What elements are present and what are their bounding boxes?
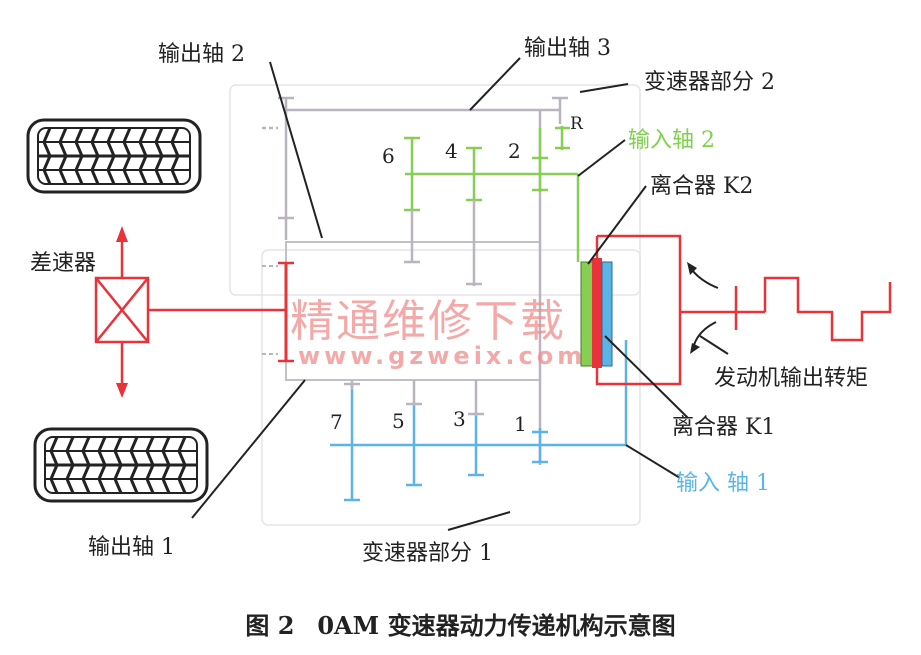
label-differential: 差速器: [30, 251, 97, 276]
input-shaft-1: [330, 340, 628, 502]
gear-label-2: 2: [508, 139, 521, 163]
tire-top-icon: [26, 118, 202, 194]
gear-label-5: 5: [392, 409, 405, 433]
label-input-shaft-2: 输入轴 2: [628, 128, 715, 153]
output-shaft-1-gears: [344, 380, 484, 416]
figure-title: 0AM 变速器动力传递机构示意图: [317, 611, 676, 640]
rotation-arrows-icon: [687, 262, 719, 354]
gear-label-6: 6: [382, 144, 395, 168]
gear-label-4: 4: [445, 139, 458, 163]
clutch-pack: [580, 234, 682, 386]
label-clutch-k2: 离合器 K2: [650, 174, 754, 199]
engine-input: [680, 276, 892, 342]
leader-lines: [191, 57, 729, 531]
label-clutch-k1: 离合器 K1: [672, 415, 776, 440]
watermark-cn: 精通维修下载: [290, 296, 566, 347]
gear-label-7: 7: [330, 410, 343, 434]
input-shaft-2: [404, 126, 580, 262]
gear-label-1: 1: [514, 412, 527, 436]
gear-label-r: R: [570, 114, 583, 134]
label-output-shaft-2: 输出轴 2: [158, 42, 245, 67]
figure-number: 图 2: [245, 611, 295, 640]
label-output-shaft-3: 输出轴 3: [524, 36, 611, 61]
figure-caption: 图 2 0AM 变速器动力传递机构示意图: [0, 606, 921, 641]
output-shaft-2-gears: [404, 200, 482, 286]
label-input-shaft-1: 输入 轴 1: [676, 471, 770, 496]
label-gearbox-part-2: 变速器部分 2: [644, 70, 775, 95]
housing-outline: [229, 84, 641, 526]
label-output-shaft-1: 输出轴 1: [88, 535, 175, 560]
tire-bottom-icon: [33, 427, 209, 503]
differential-icon: [94, 226, 285, 398]
watermark-url: www.gzweix.com: [298, 342, 587, 370]
gear-label-3: 3: [453, 407, 466, 431]
label-gearbox-part-1: 变速器部分 1: [362, 541, 493, 566]
label-engine-torque: 发动机输出转矩: [714, 366, 869, 391]
